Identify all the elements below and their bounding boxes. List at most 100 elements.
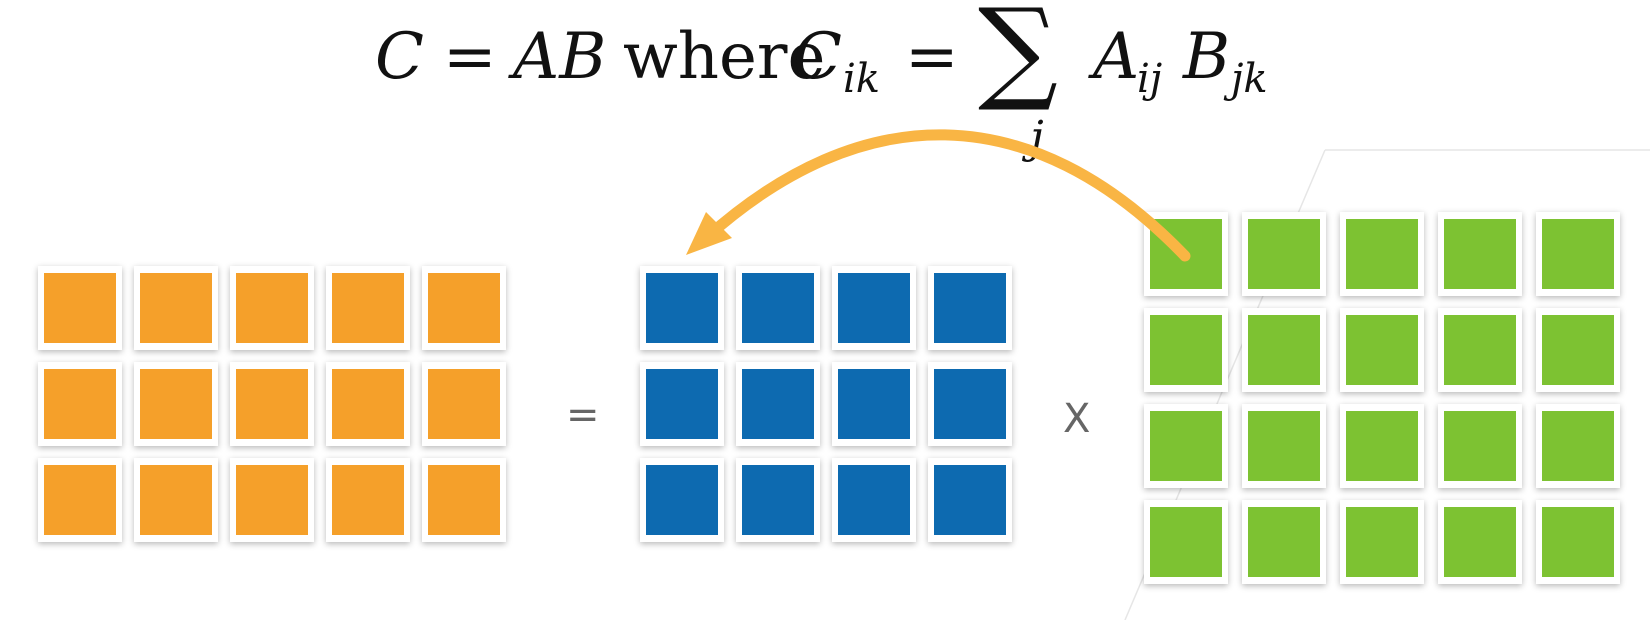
result-matrix-cell (422, 266, 506, 350)
formula-c-subscript: ik (843, 56, 881, 102)
right-cell-fill (1150, 507, 1222, 577)
left-cell-fill (838, 273, 910, 343)
right-matrix-cell (1536, 212, 1620, 296)
result-matrix-cell (326, 362, 410, 446)
result-cell-fill (428, 465, 500, 535)
left-cell-fill (742, 273, 814, 343)
left-cell-fill (742, 465, 814, 535)
right-matrix-cell (1144, 500, 1228, 584)
result-matrix-cell (422, 458, 506, 542)
result-matrix-cell (134, 458, 218, 542)
result-cell-fill (44, 273, 116, 343)
left-matrix-cell (736, 266, 820, 350)
result-cell-fill (236, 369, 308, 439)
left-cell-fill (934, 273, 1006, 343)
right-matrix-cell (1340, 404, 1424, 488)
result-cell-fill (332, 465, 404, 535)
right-matrix-cell (1242, 404, 1326, 488)
left-matrix-cell (736, 362, 820, 446)
result-cell-fill (44, 465, 116, 535)
left-matrix-cell (736, 458, 820, 542)
result-cell-fill (236, 273, 308, 343)
formula-a-symbol: A (1093, 20, 1140, 94)
right-cell-fill (1346, 219, 1418, 289)
right-matrix (1144, 212, 1620, 584)
result-matrix-cell (134, 266, 218, 350)
left-matrix-cell (640, 362, 724, 446)
right-cell-fill (1248, 411, 1320, 481)
right-matrix-cell (1340, 308, 1424, 392)
right-cell-fill (1542, 315, 1614, 385)
right-matrix-cell (1144, 212, 1228, 296)
right-matrix-cell (1242, 212, 1326, 296)
left-cell-fill (838, 465, 910, 535)
result-matrix-cell (134, 362, 218, 446)
right-matrix-cell (1242, 500, 1326, 584)
result-cell-fill (140, 369, 212, 439)
left-matrix-cell (640, 458, 724, 542)
right-cell-fill (1542, 507, 1614, 577)
right-matrix-cell (1438, 404, 1522, 488)
right-matrix-cell (1536, 404, 1620, 488)
right-cell-fill (1150, 315, 1222, 385)
left-matrix-cell (928, 362, 1012, 446)
result-matrix-cell (230, 458, 314, 542)
left-matrix-cell (640, 266, 724, 350)
result-cell-fill (428, 369, 500, 439)
result-cell-fill (332, 273, 404, 343)
result-cell-fill (44, 369, 116, 439)
right-cell-fill (1248, 315, 1320, 385)
formula-where: where (623, 20, 826, 94)
right-cell-fill (1444, 411, 1516, 481)
result-matrix-cell (326, 266, 410, 350)
formula-b-symbol: B (1183, 20, 1231, 94)
right-matrix-cell (1340, 500, 1424, 584)
left-cell-fill (646, 369, 718, 439)
right-matrix-cell (1340, 212, 1424, 296)
right-cell-fill (1248, 507, 1320, 577)
left-cell-fill (742, 369, 814, 439)
formula-equals-2: = (905, 20, 959, 94)
right-cell-fill (1542, 411, 1614, 481)
formula-c-lhs: C (375, 20, 424, 94)
right-cell-fill (1346, 507, 1418, 577)
right-cell-fill (1444, 507, 1516, 577)
result-matrix-cell (38, 458, 122, 542)
formula-b-subscript: jk (1231, 56, 1268, 102)
left-matrix-cell (832, 458, 916, 542)
right-matrix-cell (1144, 404, 1228, 488)
result-matrix-cell (230, 266, 314, 350)
result-matrix-cell (230, 362, 314, 446)
left-matrix (640, 266, 1012, 542)
result-matrix (38, 266, 506, 542)
right-cell-fill (1346, 315, 1418, 385)
equals-operator: = (566, 392, 600, 438)
result-cell-fill (236, 465, 308, 535)
left-cell-fill (646, 273, 718, 343)
right-matrix-cell (1438, 212, 1522, 296)
formula-equals-1: = (443, 20, 497, 94)
formula-product-ab: AB (513, 20, 607, 94)
right-matrix-cell (1536, 308, 1620, 392)
right-cell-fill (1444, 315, 1516, 385)
result-matrix-cell (326, 458, 410, 542)
left-matrix-cell (928, 266, 1012, 350)
right-cell-fill (1150, 411, 1222, 481)
left-matrix-cell (928, 458, 1012, 542)
right-matrix-cell (1536, 500, 1620, 584)
result-cell-fill (428, 273, 500, 343)
left-matrix-cell (832, 266, 916, 350)
right-matrix-cell (1438, 500, 1522, 584)
result-matrix-cell (38, 362, 122, 446)
right-matrix-cell (1144, 308, 1228, 392)
left-matrix-cell (832, 362, 916, 446)
right-matrix-cell (1242, 308, 1326, 392)
right-cell-fill (1542, 219, 1614, 289)
left-cell-fill (646, 465, 718, 535)
formula-a-subscript: ij (1137, 56, 1163, 102)
result-matrix-cell (422, 362, 506, 446)
formula-sigma-subscript: j (1030, 112, 1044, 163)
right-cell-fill (1346, 411, 1418, 481)
result-matrix-cell (38, 266, 122, 350)
multiply-operator: X (1063, 396, 1091, 442)
